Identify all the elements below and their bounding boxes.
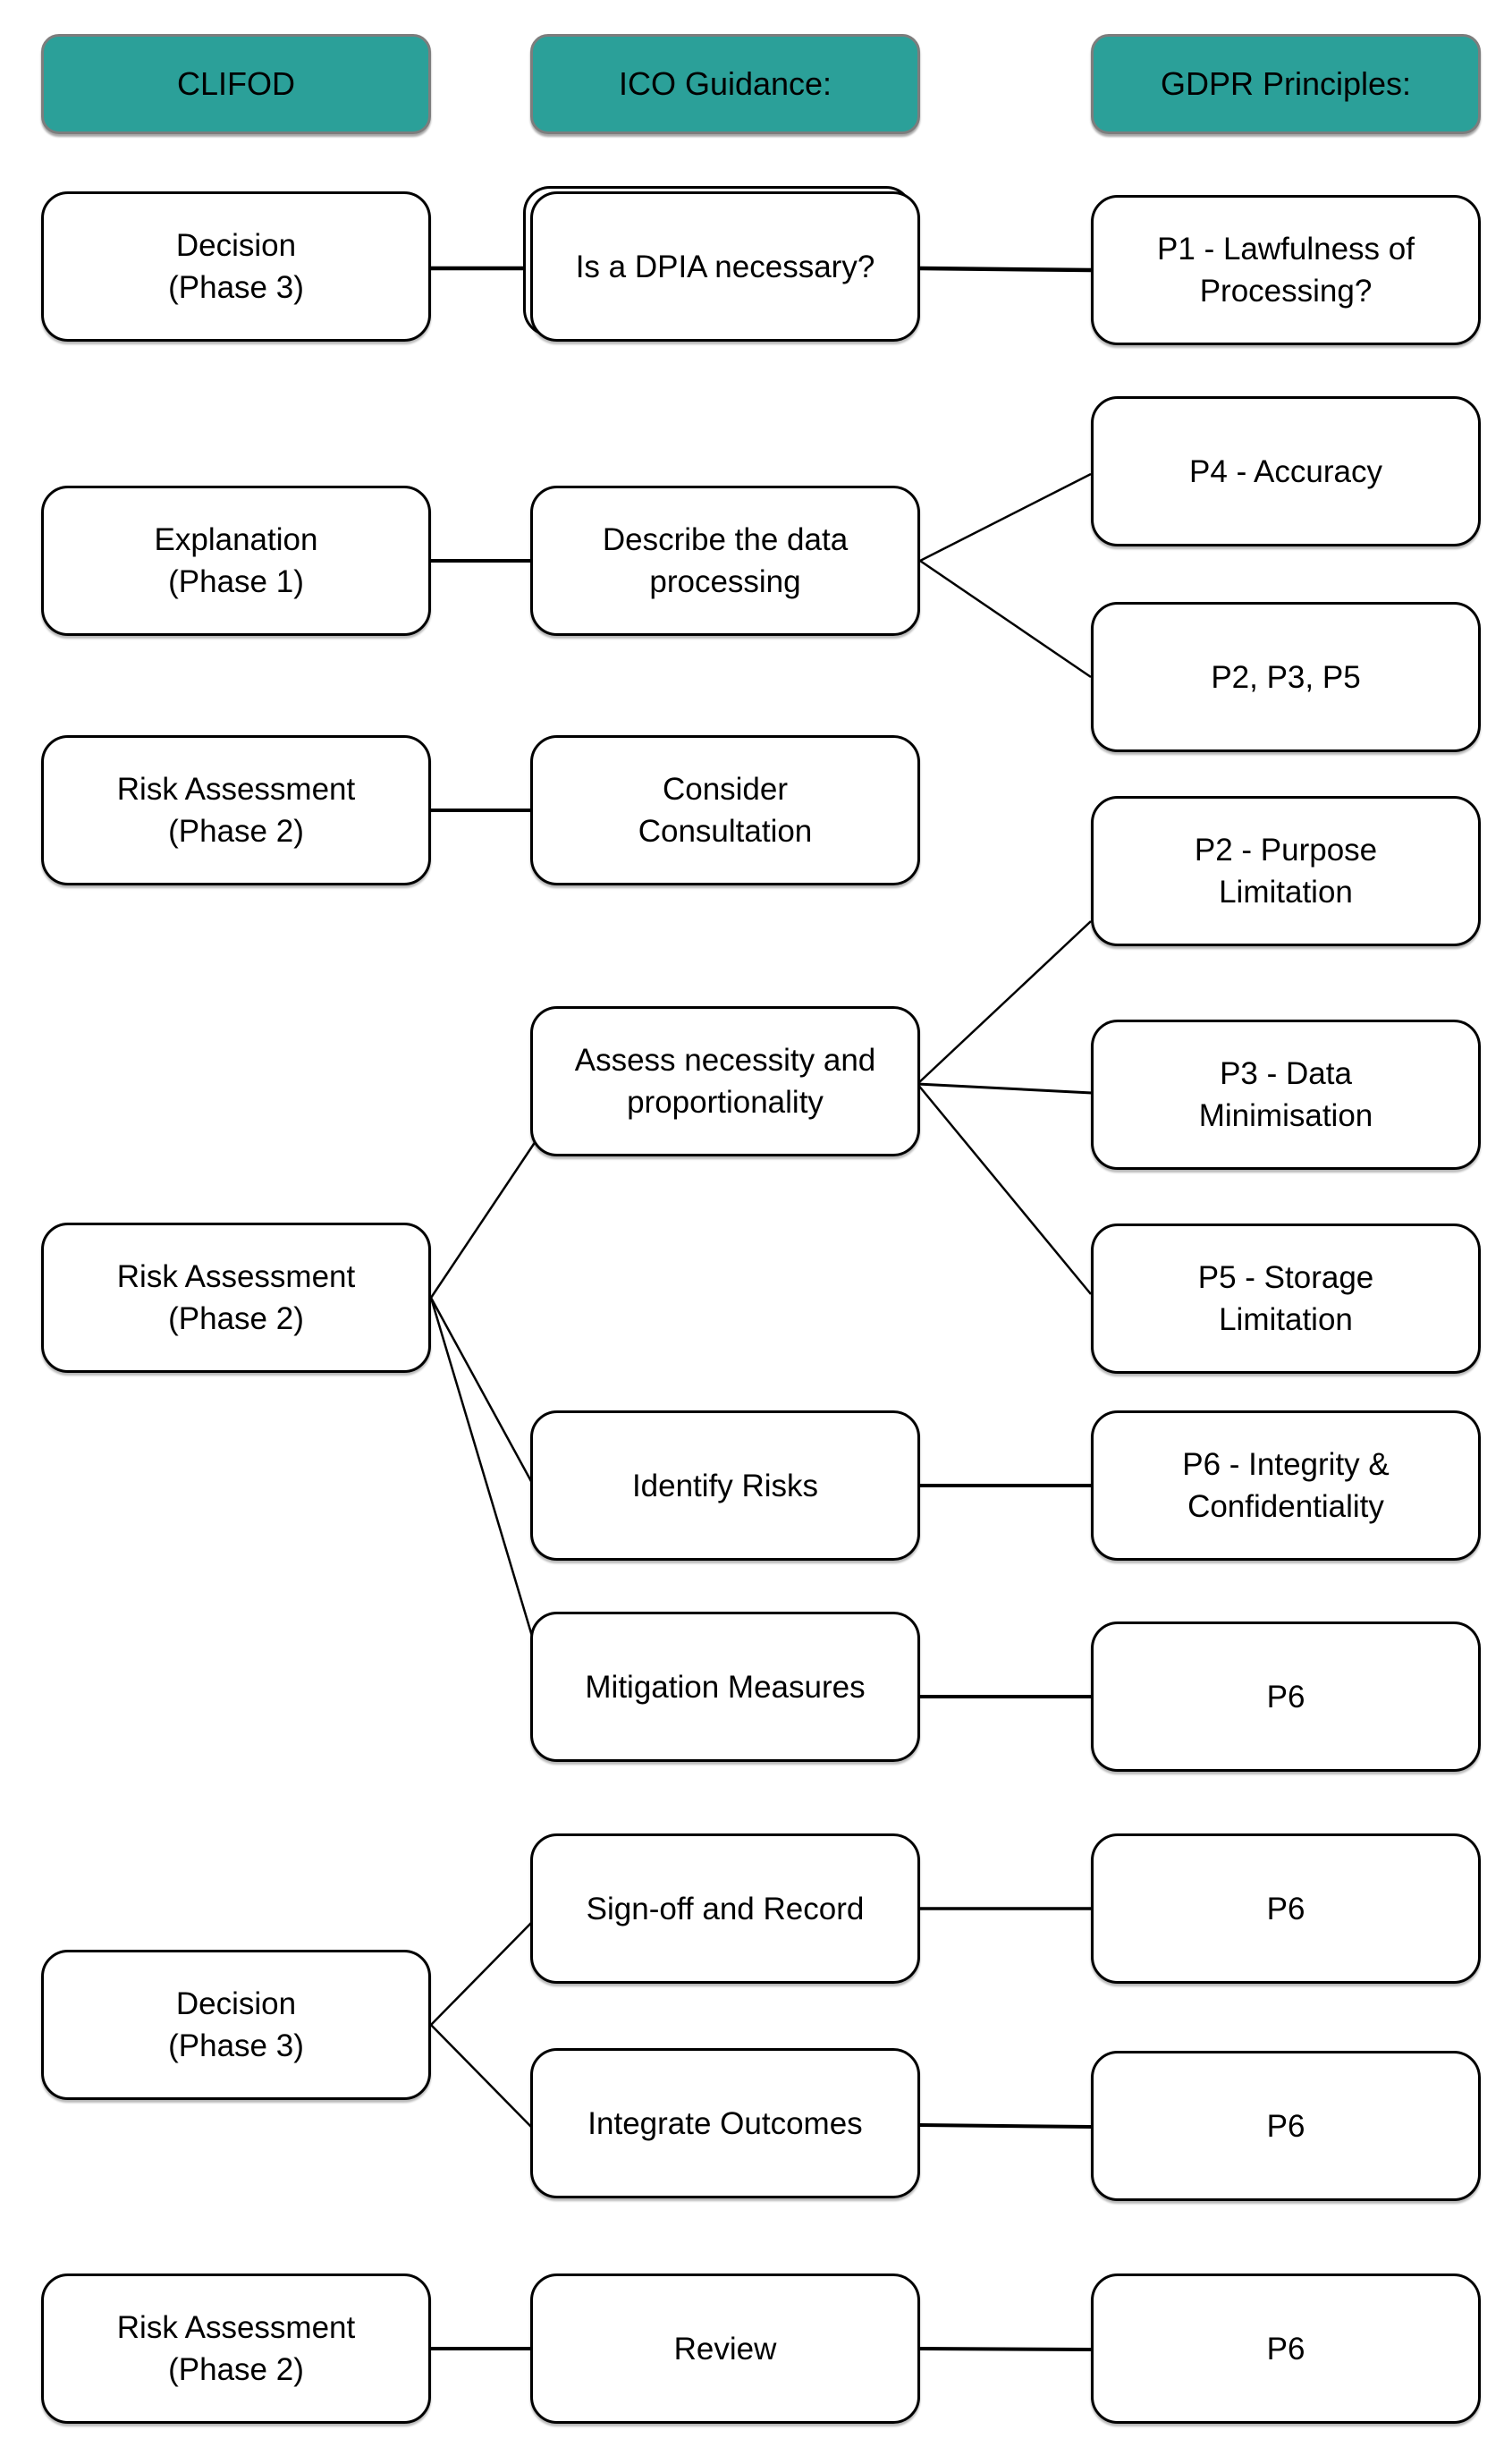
node-p6-integrity-confidentiality: P6 - Integrity & Confidentiality	[1091, 1410, 1481, 1561]
node-p4-accuracy: P4 - Accuracy	[1091, 396, 1481, 546]
node-p6-signoff: P6	[1091, 1833, 1481, 1984]
node-p2-p3-p5: P2, P3, P5	[1091, 602, 1481, 752]
node-describe-the-data-processing: Describe the data processing	[530, 486, 920, 636]
node-explanation-phase1: Explanation (Phase 1)	[41, 486, 431, 636]
node-decision-phase3-a: Decision (Phase 3)	[41, 191, 431, 342]
node-dpia-necessary-question: Is a DPIA necessary?	[530, 191, 920, 342]
edge-ra-b-assess	[429, 1140, 537, 1299]
node-risk-assessment-phase2-c: Risk Assessment (Phase 2)	[41, 2273, 431, 2424]
node-decision-phase3-b: Decision (Phase 3)	[41, 1950, 431, 2100]
edge-describe-p2p3p5	[919, 559, 1092, 679]
node-risk-assessment-phase2-b: Risk Assessment (Phase 2)	[41, 1223, 431, 1373]
column-header-clifod: CLIFOD	[41, 34, 431, 134]
node-integrate-outcomes: Integrate Outcomes	[530, 2048, 920, 2198]
node-p6-mitigation: P6	[1091, 1621, 1481, 1772]
node-p5-storage-limitation: P5 - Storage Limitation	[1091, 1224, 1481, 1374]
column-header-gdpr-principles: GDPR Principles:	[1091, 34, 1481, 134]
node-risk-assessment-phase2-a: Risk Assessment (Phase 2)	[41, 735, 431, 885]
node-mitigation-measures: Mitigation Measures	[530, 1612, 920, 1762]
edge-dpia-p1	[919, 266, 1092, 273]
node-review: Review	[530, 2273, 920, 2424]
edge-decision-b-integrate	[430, 2024, 534, 2130]
edge-decision-b-signoff	[430, 1920, 534, 2026]
edge-assess-p5storage	[917, 1083, 1092, 1295]
node-identify-risks: Identify Risks	[530, 1410, 920, 1561]
edge-ra-b-identify	[429, 1297, 534, 1484]
node-consider-consultation: Consider Consultation	[530, 735, 920, 885]
edge-ra-b-mitigation	[429, 1297, 536, 1643]
edge-assess-p2purpose	[917, 920, 1092, 1085]
edge-review-p6	[919, 2347, 1092, 2351]
column-header-ico-guidance: ICO Guidance:	[530, 34, 920, 134]
node-p2-purpose-limitation: P2 - Purpose Limitation	[1091, 796, 1481, 946]
edge-integrate-p6	[919, 2123, 1092, 2129]
node-p1-lawfulness-of-processing: P1 - Lawfulness of Processing?	[1091, 195, 1481, 345]
node-p6-review: P6	[1091, 2273, 1481, 2424]
edge-describe-p4	[919, 472, 1092, 563]
node-sign-off-and-record: Sign-off and Record	[530, 1833, 920, 1984]
node-p6-integrate: P6	[1091, 2051, 1481, 2201]
edge-assess-p3datamin	[917, 1082, 1093, 1095]
node-assess-necessity-proportionality: Assess necessity and proportionality	[530, 1006, 920, 1156]
node-p3-data-minimisation: P3 - Data Minimisation	[1091, 1020, 1481, 1170]
